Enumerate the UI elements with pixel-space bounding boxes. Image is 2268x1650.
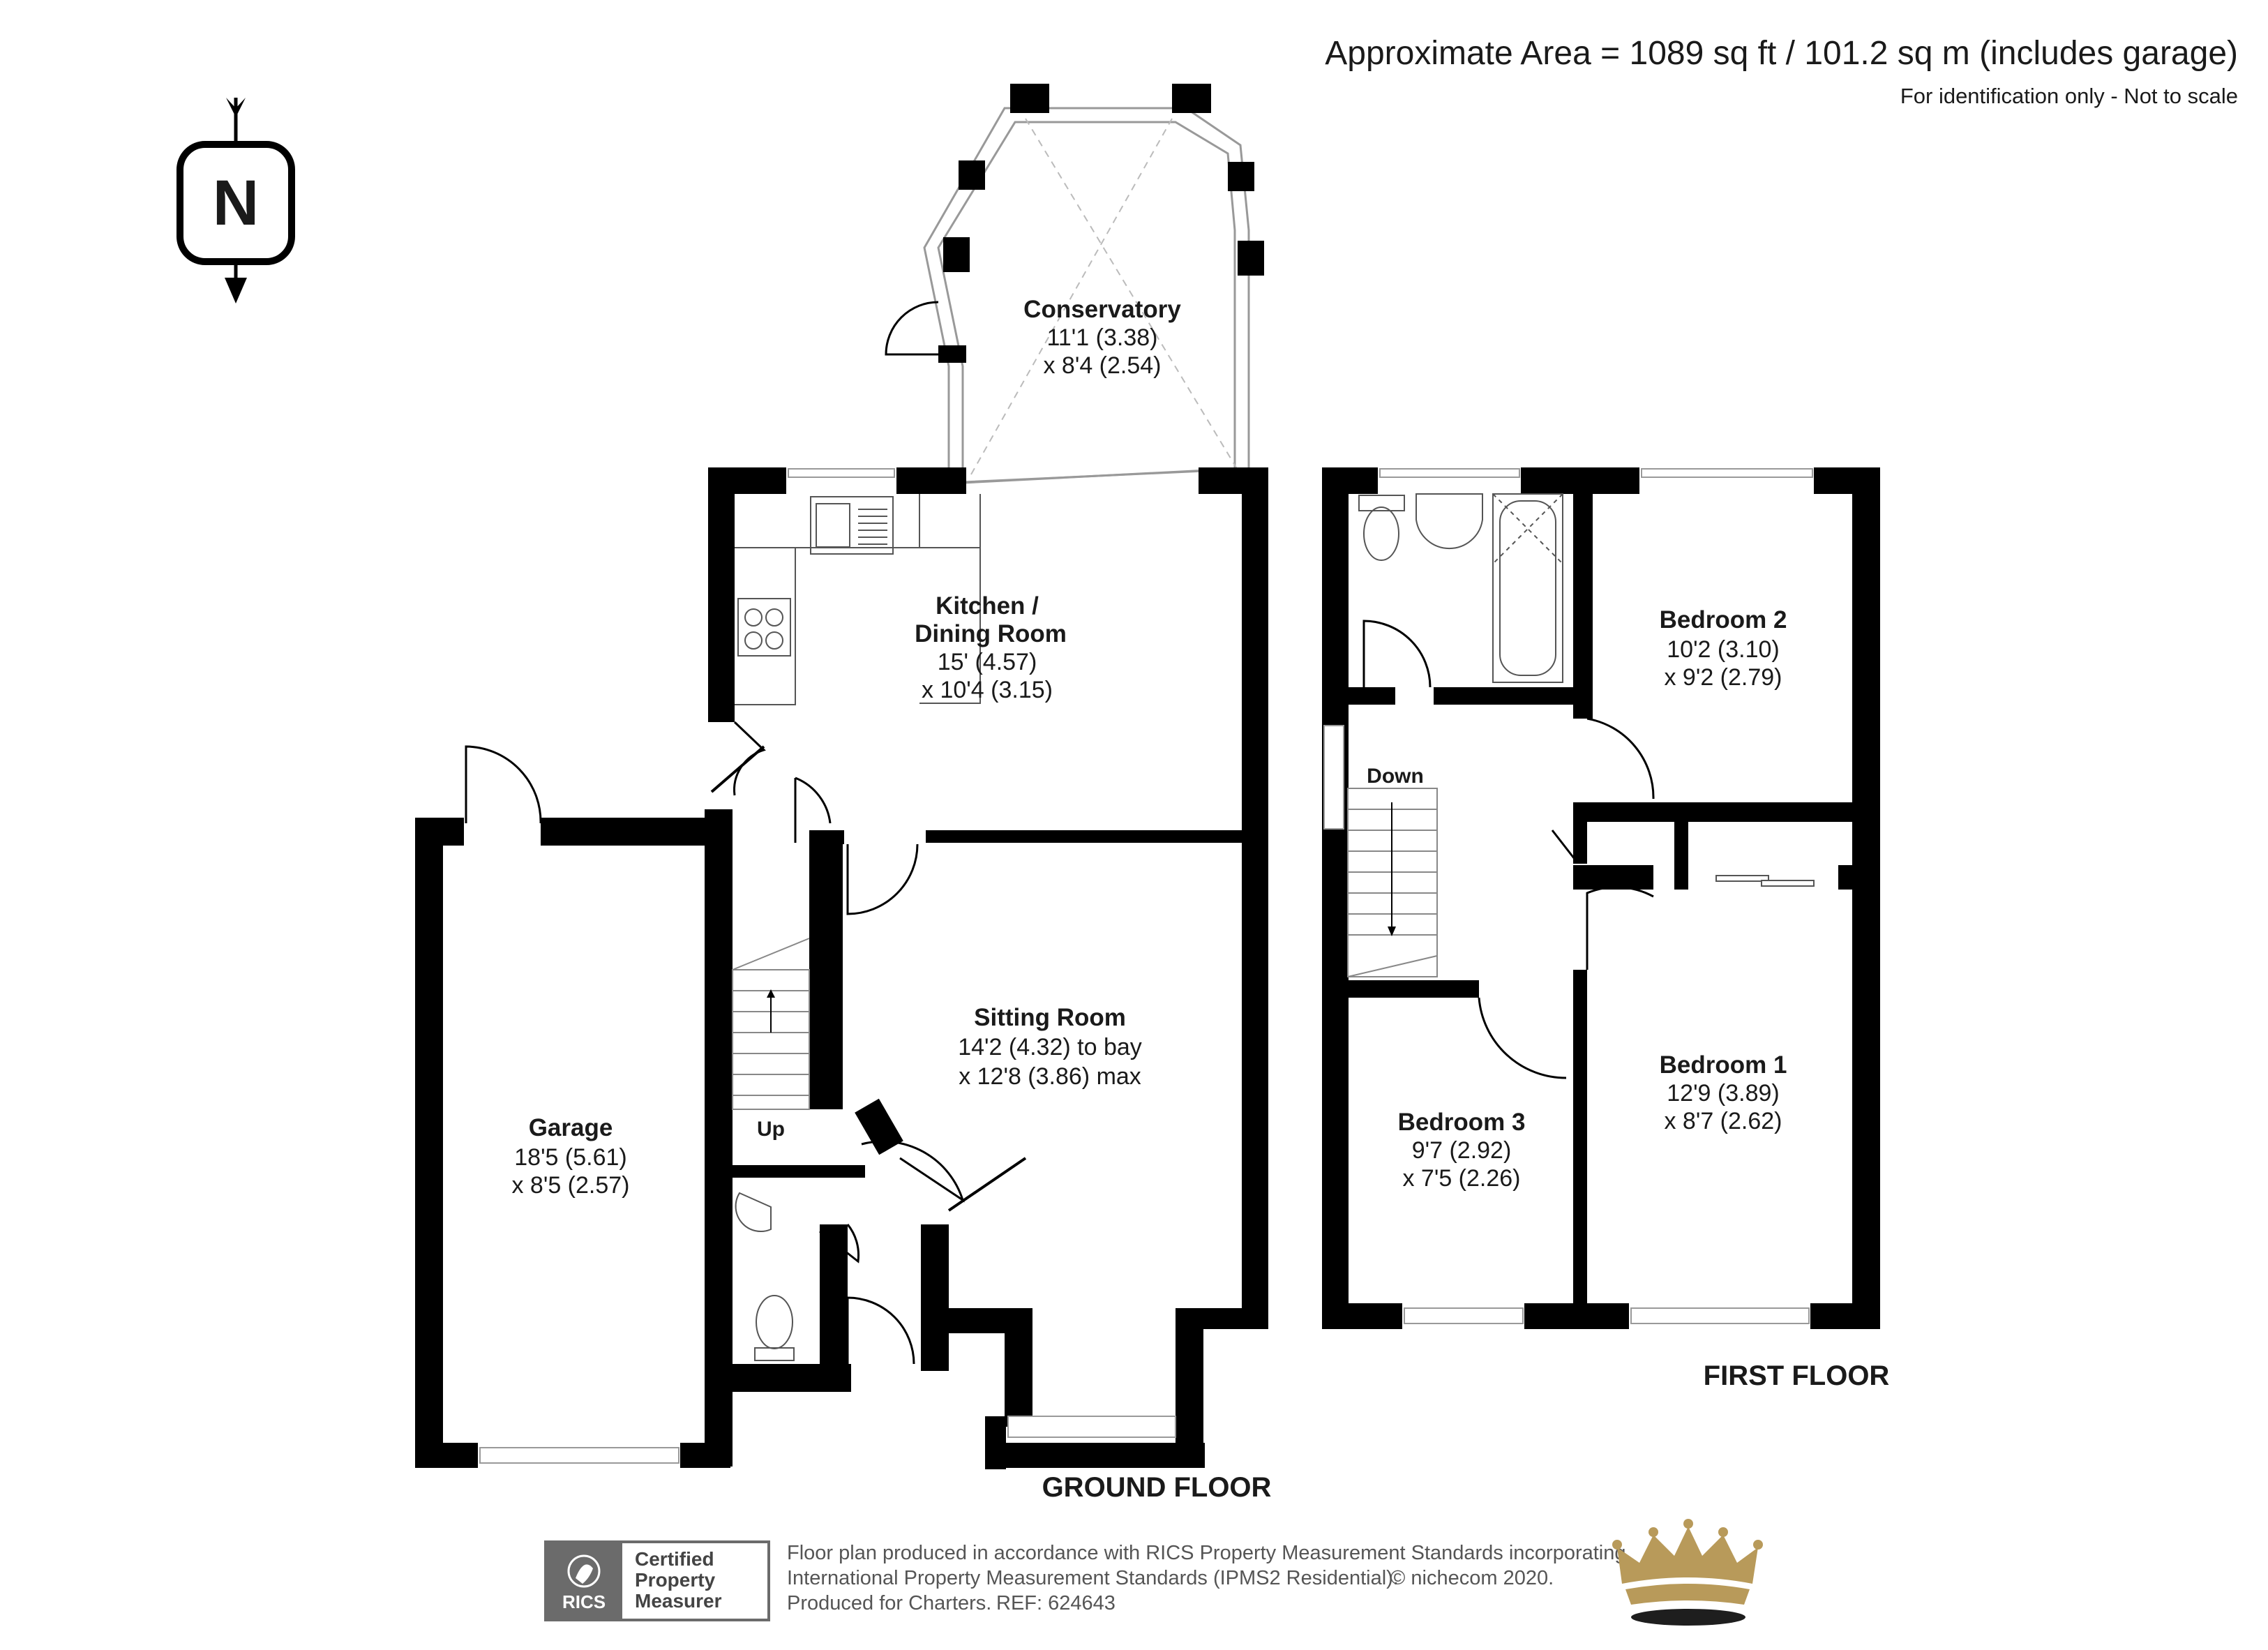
room-name: Bedroom 3: [1398, 1109, 1526, 1136]
first-floor-label: FIRST FLOOR: [1704, 1360, 1890, 1391]
footer-line-3: Produced for Charters.: [787, 1592, 991, 1614]
room-dimension: x 8'4 (2.54): [1043, 352, 1161, 379]
room-dimension: 11'1 (3.38): [1047, 324, 1158, 351]
room-bedroom-1: Bedroom 1 12'9 (3.89) x 8'7 (2.62): [1660, 1051, 1787, 1134]
room-dimension: x 8'5 (2.57): [511, 1172, 629, 1199]
room-dimension: x 10'4 (3.15): [922, 677, 1053, 703]
footer-line-1: Floor plan produced in accordance with R…: [787, 1542, 1626, 1564]
conservatory-walls: [885, 84, 1264, 484]
room-name-line2: Dining Room: [915, 620, 1067, 647]
disclaimer-text: For identification only - Not to scale: [1900, 84, 2238, 108]
room-dimension: x 8'7 (2.62): [1664, 1108, 1782, 1134]
compass-letter: N: [213, 167, 259, 239]
footer-line-2: International Property Measurement Stand…: [787, 1567, 1399, 1589]
footer-ref: REF: 624643: [996, 1592, 1116, 1614]
rics-logo-text: RICS: [562, 1591, 606, 1612]
measurer-text: Measurer: [635, 1590, 722, 1612]
stairs-up-label: Up: [757, 1118, 785, 1141]
room-name: Kitchen /: [936, 592, 1039, 620]
stairs-down-label: Down: [1367, 765, 1424, 788]
room-name: Bedroom 1: [1660, 1051, 1787, 1079]
room-dimension: x 12'8 (3.86) max: [959, 1063, 1141, 1090]
kitchen-walls: [708, 467, 1268, 1329]
room-dimension: 18'5 (5.61): [514, 1144, 626, 1171]
room-name: Conservatory: [1023, 296, 1181, 323]
room-sitting-room: Sitting Room 14'2 (4.32) to bay x 12'8 (…: [958, 1004, 1142, 1090]
room-dimension: 10'2 (3.10): [1667, 636, 1779, 663]
room-dimension: 12'9 (3.89): [1667, 1080, 1779, 1107]
room-dimension: 15' (4.57): [938, 649, 1037, 675]
room-bedroom-2: Bedroom 2 10'2 (3.10) x 9'2 (2.79): [1660, 606, 1787, 691]
room-kitchen-dining: Kitchen / Dining Room 15' (4.57) x 10'4 …: [915, 592, 1067, 703]
room-name: Garage: [529, 1114, 613, 1141]
rics-certified-badge: RICS Certified Property Measurer: [544, 1540, 770, 1621]
room-dimension: 14'2 (4.32) to bay: [958, 1034, 1142, 1060]
room-name: Sitting Room: [974, 1004, 1126, 1031]
room-bedroom-3: Bedroom 3 9'7 (2.92) x 7'5 (2.26): [1398, 1109, 1526, 1192]
north-arrow-icon: N: [177, 98, 295, 303]
certified-text: Certified: [635, 1548, 714, 1570]
approximate-area-text: Approximate Area = 1089 sq ft / 101.2 sq…: [1325, 35, 2238, 72]
room-dimension: x 9'2 (2.79): [1664, 664, 1782, 691]
property-text: Property: [635, 1569, 716, 1591]
room-dimension: 9'7 (2.92): [1412, 1137, 1512, 1164]
room-conservatory: Conservatory 11'1 (3.38) x 8'4 (2.54): [1023, 296, 1181, 379]
footer-copyright: © nichecom 2020.: [1390, 1567, 1554, 1589]
crown-logo-icon: [1612, 1519, 1763, 1626]
ground-floor: [415, 84, 1268, 1469]
room-dimension: x 7'5 (2.26): [1402, 1165, 1520, 1192]
ground-floor-label: GROUND FLOOR: [1042, 1472, 1272, 1503]
first-floor: [1322, 467, 1880, 1329]
room-name: Bedroom 2: [1660, 606, 1787, 633]
garage-walls: [415, 745, 733, 1468]
rics-lion-icon: [567, 1554, 601, 1588]
hall-walls: [731, 777, 1268, 1469]
room-garage: Garage 18'5 (5.61) x 8'5 (2.57): [511, 1114, 629, 1199]
